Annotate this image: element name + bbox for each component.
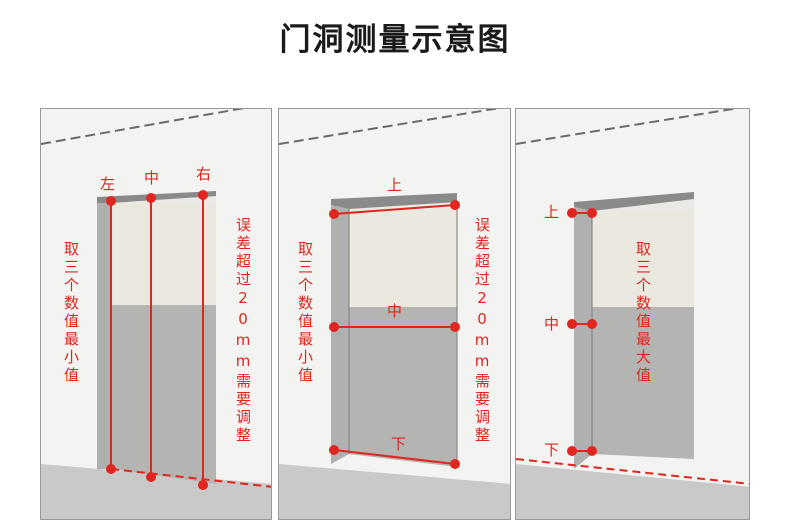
measure-marks-3 (516, 208, 749, 485)
note-tolerance: 误差超过20mm需要调整 (234, 217, 252, 445)
label-bottom: 下 (544, 441, 560, 459)
label-left: 左 (100, 175, 116, 193)
label-top: 上 (544, 203, 560, 221)
note-max-value: 取三个数值最大值 (634, 241, 652, 385)
door-illustration-1 (41, 109, 271, 519)
label-middle: 中 (144, 169, 160, 187)
measure-marks-2 (329, 200, 460, 469)
label-middle: 中 (387, 302, 403, 320)
note-min-value: 取三个数值最小值 (62, 241, 80, 385)
label-top: 上 (387, 176, 403, 194)
label-bottom: 下 (391, 435, 407, 453)
note-tolerance: 误差超过20mm需要调整 (473, 217, 491, 445)
note-min-value: 取三个数值最小值 (296, 241, 314, 385)
door-illustration-3 (516, 109, 749, 519)
label-middle: 中 (544, 315, 560, 333)
panel-thickness-measure: 上 中 下 取三个数值最大值 (515, 108, 750, 520)
panel-height-measure: 左 中 右 取三个数值最小值 误差超过20mm需要调整 (40, 108, 272, 520)
measure-marks-1 (106, 190, 271, 490)
page-title: 门洞测量示意图 (279, 22, 511, 58)
door-illustration-2 (279, 109, 510, 519)
panel-width-measure: 上 中 下 取三个数值最小值 误差超过20mm需要调整 (278, 108, 511, 520)
label-right: 右 (196, 165, 212, 183)
